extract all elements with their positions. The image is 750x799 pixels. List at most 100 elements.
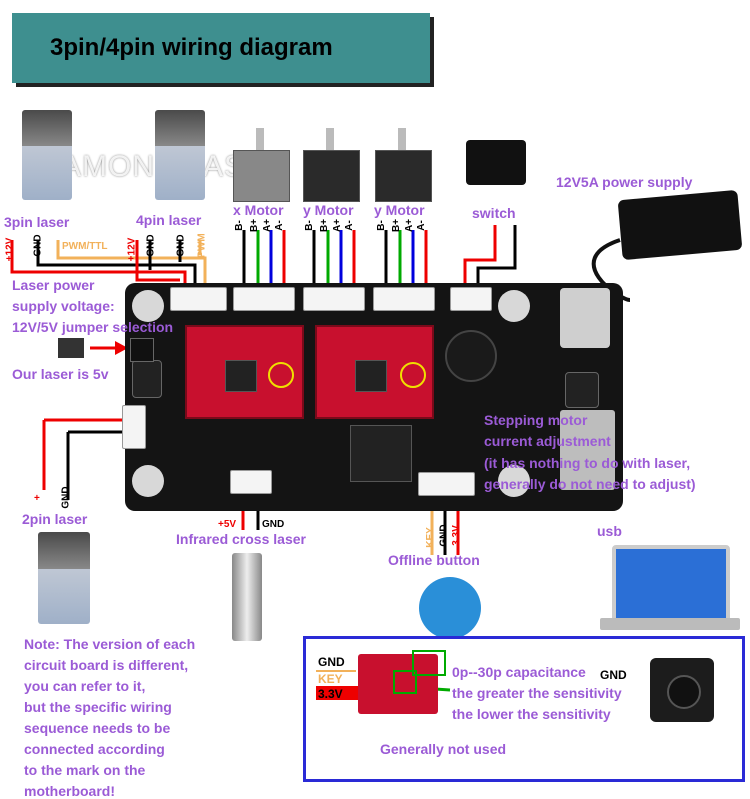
pin-key-3v3: 3.3V [450, 525, 462, 546]
pin-2pin-plus: + [34, 493, 40, 504]
pin-gnd-c: GND [175, 234, 187, 257]
inset-gnd-right: GND [600, 668, 627, 682]
motor-shaft-icon [398, 128, 406, 150]
pin-ir-gnd: GND [262, 519, 285, 530]
y2-motor-pin-aminus: A- [415, 220, 427, 231]
x-motor-label: x Motor [233, 202, 284, 218]
motor-shaft-icon [326, 128, 334, 150]
mounting-hole [498, 465, 530, 497]
our-laser-label: Our laser is 5v [12, 366, 109, 382]
tact-switch-button [667, 675, 701, 709]
switch-connector [450, 287, 492, 311]
mounting-hole [498, 290, 530, 322]
capacitance-label: 0p--30p capacitance [452, 664, 586, 680]
sensitivity-lower-label: the lower the sensitivity [452, 706, 611, 722]
switch-label: switch [472, 205, 516, 221]
pin-gnd-a: GND [32, 234, 44, 257]
not-used-label: Generally not used [380, 741, 507, 757]
mcu-chip [350, 425, 412, 482]
note-line-8: motherboard! [24, 783, 115, 799]
y1-motor-pin-aminus: A- [343, 220, 355, 231]
capacitor [132, 360, 162, 398]
stepping-label-4: generally do not need to adjust) [484, 476, 696, 492]
pin-12v-a: +12V [4, 237, 16, 262]
laser-connector [170, 287, 227, 311]
y-motor-1-image [303, 150, 360, 202]
note-line-6: connected according [24, 741, 165, 757]
stepping-label-3: (it has nothing to do with laser, [484, 455, 691, 471]
y2-motor-pin-aplus: A+ [404, 218, 416, 233]
adjust-potentiometer-icon [268, 362, 294, 388]
x-motor-pin-bplus: B+ [249, 218, 261, 233]
x-motor-pin-aminus: A- [273, 220, 285, 231]
note-line-4: but the specific wiring [24, 699, 172, 715]
key-connector [418, 472, 475, 496]
adjust-potentiometer-icon [400, 362, 426, 388]
note-line-5: sequence needs to be [24, 720, 171, 736]
driver-chip [225, 360, 257, 392]
y1-motor-pin-bplus: B+ [319, 218, 331, 233]
mounting-hole [132, 290, 164, 322]
y1-motor-pin-bminus: B- [303, 220, 315, 231]
driver-chip [355, 360, 387, 392]
inset-key: KEY [318, 672, 343, 686]
motor-shaft-icon [256, 128, 264, 150]
buzzer [445, 330, 497, 382]
ir-laser-image [232, 553, 262, 641]
laptop-base [600, 618, 740, 630]
note-line-1: Note: The version of each [24, 636, 196, 652]
y-motor-2-image [375, 150, 432, 202]
capacitor [565, 372, 599, 408]
offline-button-inset [303, 636, 745, 782]
y1-motor-connector [303, 287, 365, 311]
offline-button-label: Offline button [388, 552, 480, 568]
laser-3pin-image [22, 110, 72, 200]
y2-motor-connector [373, 287, 435, 311]
laptop-image [612, 545, 730, 623]
x-motor-pin-aplus: A+ [262, 218, 274, 233]
laser-4pin-label: 4pin laser [136, 212, 202, 228]
inset-gnd: GND [318, 655, 345, 669]
inset-cap-pad [393, 670, 417, 694]
voltage-label-3: 12V/5V jumper selection [12, 319, 174, 335]
y2-motor-pin-bplus: B+ [391, 218, 403, 233]
pin-12v-b: +12V [126, 237, 138, 262]
y-motor-2-label: y Motor [374, 202, 425, 218]
pin-gnd-b: GND [145, 234, 157, 257]
laser-4pin-image [155, 110, 205, 200]
touch-button-icon [419, 577, 481, 639]
note-line-3: you can refer to it, [24, 678, 146, 694]
pin-key: KEY [424, 527, 436, 548]
stepping-label-2: current adjustment [484, 433, 611, 449]
y1-motor-pin-aplus: A+ [332, 218, 344, 233]
x-motor-connector [233, 287, 295, 311]
laser-2pin-image [38, 532, 90, 624]
note-line-2: circuit board is different, [24, 657, 189, 673]
inset-cap-pad [412, 650, 446, 676]
x-motor-image [233, 150, 290, 202]
diagram-title: 3pin/4pin wiring diagram [50, 34, 333, 61]
note-line-7: to the mark on the [24, 762, 146, 778]
title-banner [12, 13, 430, 83]
inset-board-image [358, 654, 438, 714]
laser-2pin-label: 2pin laser [22, 511, 88, 527]
inset-key-box [316, 670, 356, 686]
voltage-label-2: supply voltage: [12, 298, 115, 314]
power-supply-label: 12V5A power supply [556, 174, 693, 190]
ir-connector [230, 470, 272, 494]
sensitivity-greater-label: the greater the sensitivity [452, 685, 622, 701]
laser-3pin-label: 3pin laser [4, 214, 70, 230]
voltage-label-1: Laser power [12, 277, 95, 293]
pin-pwm-b: PWM [196, 233, 208, 258]
switch-image [466, 140, 526, 185]
pin-key-gnd: GND [438, 524, 450, 547]
stepping-label-1: Stepping motor [484, 412, 588, 428]
y2-motor-pin-bminus: B- [375, 220, 387, 231]
usb-label: usb [597, 523, 622, 539]
y-motor-1-label: y Motor [303, 202, 354, 218]
jumper-image [58, 338, 84, 358]
pin-ir-5v: +5V [218, 519, 237, 530]
infrared-label: Infrared cross laser [176, 531, 306, 547]
inset-v33-bar [316, 686, 358, 700]
pin-2pin-gnd: GND [60, 486, 72, 509]
